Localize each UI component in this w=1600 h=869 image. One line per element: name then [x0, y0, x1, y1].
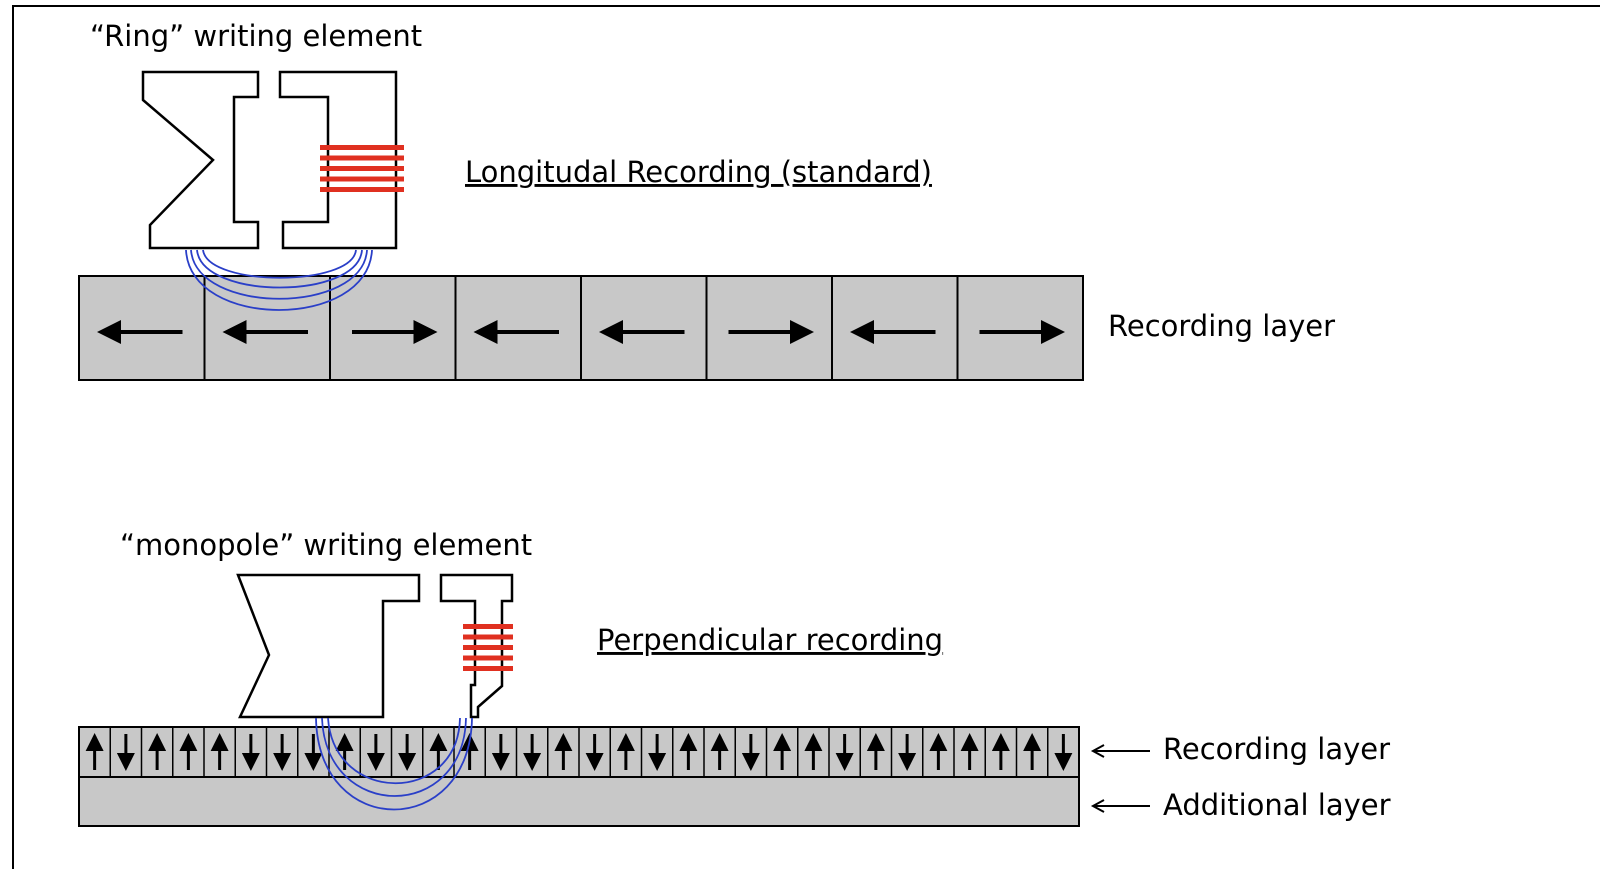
bottom-recording-layer-label: Recording layer [1163, 732, 1390, 766]
layer-pointer-arrows [1090, 744, 1150, 813]
ring-head-left-pole [141, 70, 260, 250]
coil-winding [320, 176, 404, 182]
top-recording-layer-label: Recording layer [1108, 309, 1335, 343]
coil-winding [320, 166, 404, 171]
additional-soft-underlayer [78, 776, 1080, 827]
monopole-main-pole [236, 573, 421, 719]
monopole-coil [463, 624, 513, 671]
ring-head-label: “Ring” writing element [90, 19, 422, 53]
perpendicular-title: Perpendicular recording [597, 623, 943, 657]
coil-winding [463, 655, 513, 661]
coil-winding [463, 634, 513, 640]
coil-winding [320, 187, 404, 192]
figure-frame [12, 5, 1600, 869]
coil-winding [463, 666, 513, 671]
coil-winding [320, 145, 404, 150]
ring-flux-lines [185, 249, 373, 311]
longitudinal-title: Longitudal Recording (standard) [465, 155, 932, 189]
additional-layer-label: Additional layer [1163, 788, 1391, 822]
monopole-head-label: “monopole” writing element [120, 528, 532, 562]
coil-winding [320, 155, 404, 161]
coil-winding [463, 645, 513, 650]
monopole-flux-lines [315, 717, 473, 811]
coil-winding [463, 624, 513, 629]
ring-head-coil [320, 145, 404, 192]
